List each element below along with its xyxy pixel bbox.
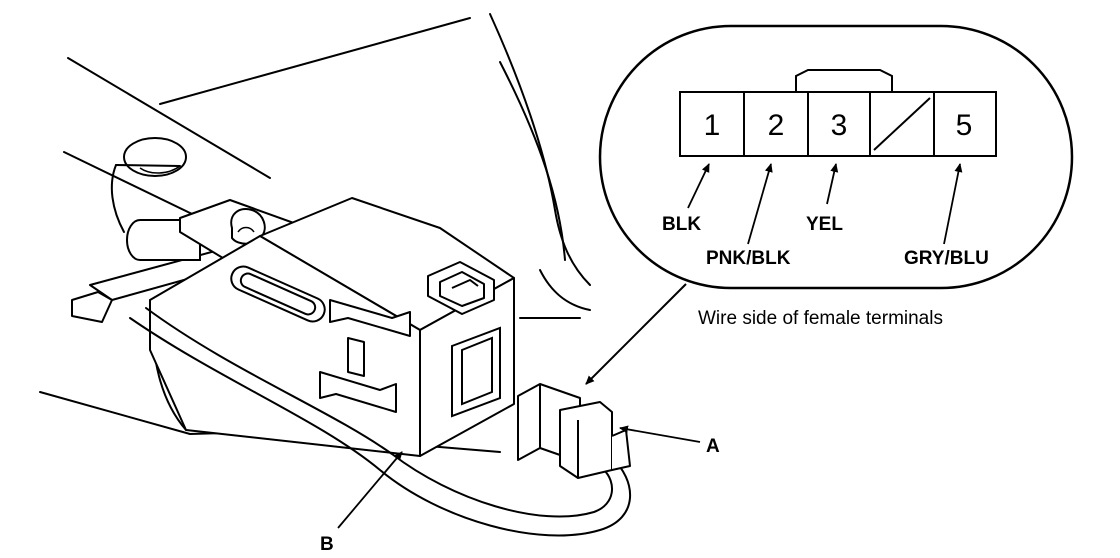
callout-a-label: A: [706, 436, 720, 457]
wire-color-pin3: YEL: [806, 214, 843, 235]
bubble-leader-arrow: [585, 283, 687, 385]
module-side-blocks: [319, 299, 411, 413]
pin-1-label: 1: [704, 109, 721, 142]
connector-view-caption: Wire side of female terminals: [698, 308, 943, 329]
module-slot: [230, 265, 326, 323]
module-body: [149, 197, 515, 457]
callout-b-arrow: [337, 451, 403, 529]
callout-b-label: B: [320, 534, 334, 555]
bolt-hole: [123, 137, 187, 177]
pin-3-label: 3: [831, 109, 848, 142]
connector-a: [517, 383, 631, 479]
connector-face: [679, 69, 997, 157]
pin-2-label: 2: [768, 109, 785, 142]
rivet: [230, 208, 266, 245]
pin-5-label: 5: [956, 109, 973, 142]
module-window: [451, 326, 501, 418]
wire-harness: [129, 307, 632, 537]
wire-color-pin5: GRY/BLU: [904, 248, 989, 269]
unused-terminal-slash: [873, 97, 931, 151]
module-latch: [427, 261, 495, 315]
wire-color-pin2: PNK/BLK: [706, 248, 791, 269]
wire-color-pin1: BLK: [662, 214, 701, 235]
callout-a-arrow: [619, 425, 701, 443]
wire-arrows: [687, 163, 963, 245]
